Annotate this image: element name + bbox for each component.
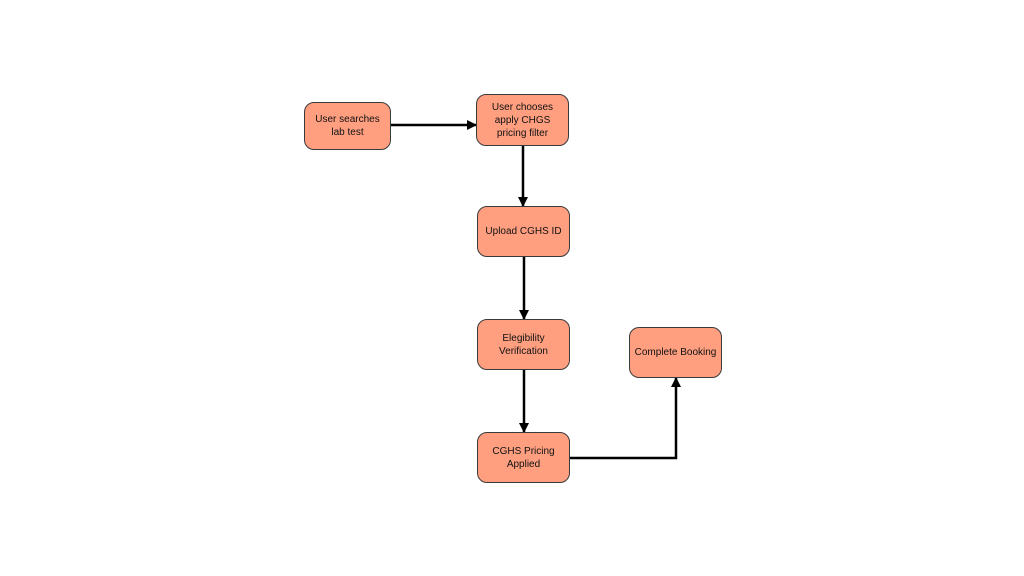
node-choose-pricing-filter: User chooses apply CHGS pricing filter (476, 94, 569, 146)
node-label: User searches lab test (315, 114, 380, 138)
node-cghs-pricing-applied: CGHS Pricing Applied (477, 432, 570, 483)
node-label: User chooses apply CHGS pricing filter (491, 101, 554, 139)
node-label: Elegibility Verification (499, 332, 548, 357)
node-eligibility-verification: Elegibility Verification (477, 319, 570, 370)
node-label: CGHS Pricing Applied (492, 445, 555, 470)
node-label: Upload CGHS ID (485, 226, 562, 237)
node-user-searches-lab-test: User searches lab test (304, 102, 391, 150)
node-upload-cghs-id: Upload CGHS ID (477, 206, 570, 257)
node-label: Complete Booking (634, 347, 717, 358)
edge-pricing-to-complete (570, 377, 681, 460)
node-complete-booking: Complete Booking (629, 327, 722, 378)
